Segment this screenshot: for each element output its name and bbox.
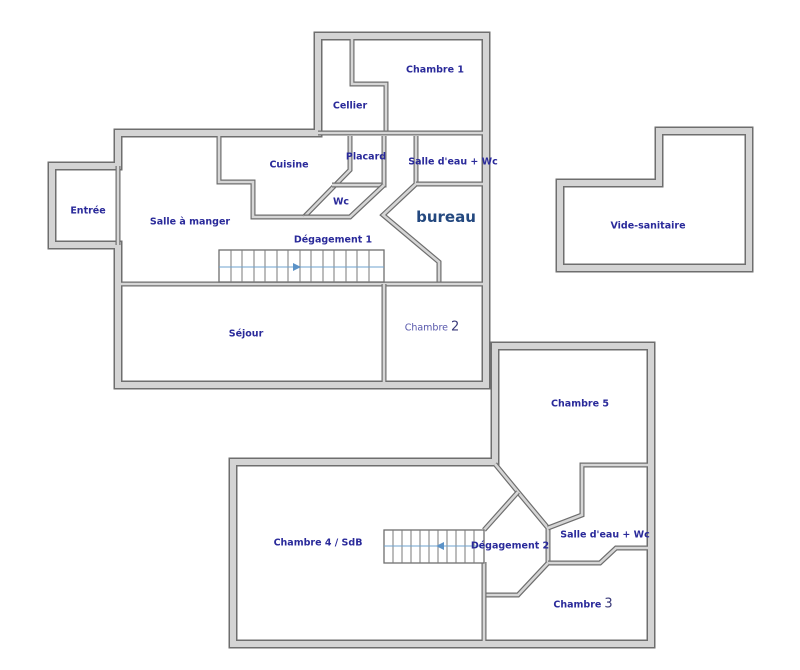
ground-floor-exterior-walls xyxy=(47,31,491,390)
chambre-2-number: 2 xyxy=(451,319,460,335)
room-label-vide-sanitaire: Vide-sanitaire xyxy=(610,220,686,232)
stair-arrow-right-icon xyxy=(293,263,301,271)
upper-floor-exterior-walls xyxy=(228,341,656,649)
crawlspace-walls xyxy=(555,126,754,273)
room-label-placard: Placard xyxy=(345,151,387,163)
room-label-entree: Entrée xyxy=(70,205,106,217)
room-label-salle-deau-wc-1: Salle d'eau + Wc xyxy=(408,156,498,168)
stair-arrow-left-icon xyxy=(436,542,444,550)
room-label-wc: Wc xyxy=(332,196,350,208)
chambre-2-text: Chambre xyxy=(404,322,449,334)
chambre-3-number: 3 xyxy=(604,596,613,612)
chambre-3-text: Chambre xyxy=(553,599,602,611)
room-label-degagement-1: Dégagement 1 xyxy=(293,234,373,246)
room-label-cuisine: Cuisine xyxy=(269,159,309,171)
room-label-cellier: Cellier xyxy=(332,100,368,112)
room-label-salle-a-manger: Salle à manger xyxy=(149,216,231,228)
ground-floor-partitions xyxy=(115,39,483,382)
room-label-chambre-5: Chambre 5 xyxy=(551,398,609,410)
upper-floor-partitions xyxy=(481,462,648,641)
room-label-bureau: bureau xyxy=(416,208,476,226)
room-label-salle-deau-wc-2: Salle d'eau + Wc xyxy=(560,529,650,541)
staircase-1 xyxy=(218,249,385,283)
room-label-chambre-1: Chambre 1 xyxy=(406,64,464,76)
staircase-2 xyxy=(383,529,485,564)
room-label-chambre-4-sdb: Chambre 4 / SdB xyxy=(273,537,363,549)
room-label-sejour: Séjour xyxy=(228,328,264,340)
room-label-degagement-2: Dégagement 2 xyxy=(470,540,550,552)
